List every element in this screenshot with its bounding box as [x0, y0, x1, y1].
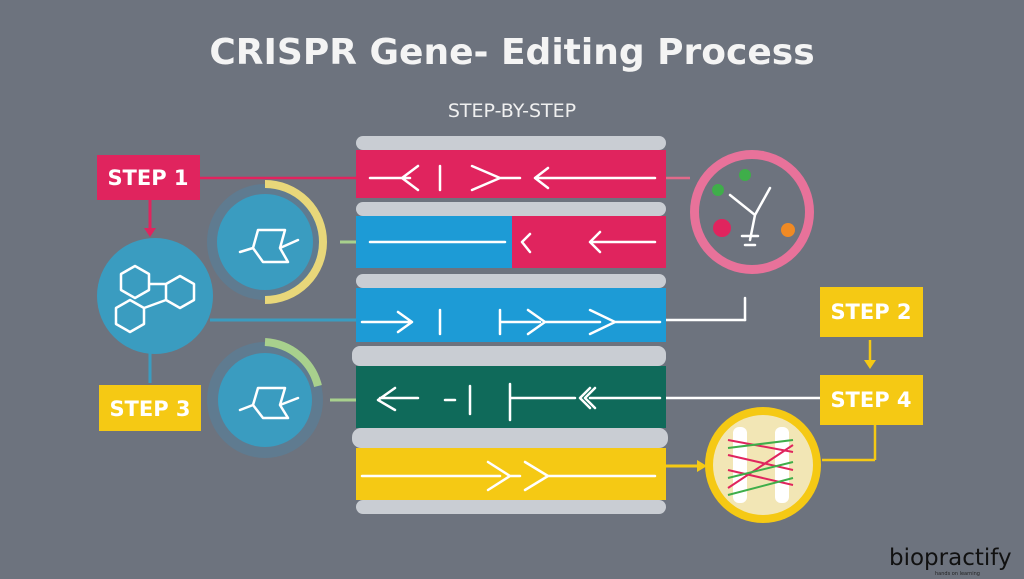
molecule-circle-bottom	[207, 338, 323, 458]
scissors-icon	[728, 186, 772, 247]
layer-4	[352, 346, 666, 428]
step-3-box: STEP 3	[99, 385, 201, 431]
cas9-circle	[690, 150, 814, 274]
layer-1	[356, 136, 666, 198]
layer-3	[356, 274, 666, 342]
step-1-box: STEP 1	[97, 155, 200, 200]
layer-2	[356, 202, 666, 268]
connectors	[144, 176, 877, 472]
molecule-icon	[238, 228, 300, 264]
logo-text: biopractify	[889, 545, 1012, 571]
dna-chromosome-circle	[705, 407, 821, 523]
step-4-box: STEP 4	[820, 375, 923, 425]
hexagon-circle	[97, 238, 213, 354]
step-4-label: STEP 4	[830, 388, 911, 412]
step-2-label: STEP 2	[830, 300, 911, 324]
biopractify-logo: biopractify hands on learning	[889, 545, 1012, 577]
molecule-circle-top	[207, 180, 327, 304]
logo-tagline: hands on learning	[935, 571, 980, 577]
molecule-icon	[238, 386, 300, 420]
page-title: CRISPR Gene- Editing Process	[209, 32, 814, 73]
step-3-label: STEP 3	[109, 397, 190, 421]
layer-5	[352, 428, 668, 514]
step-2-box: STEP 2	[820, 287, 923, 337]
step-1-label: STEP 1	[107, 166, 188, 190]
hexagon-icon	[114, 264, 196, 334]
subtitle: STEP-BY-STEP	[448, 100, 576, 122]
